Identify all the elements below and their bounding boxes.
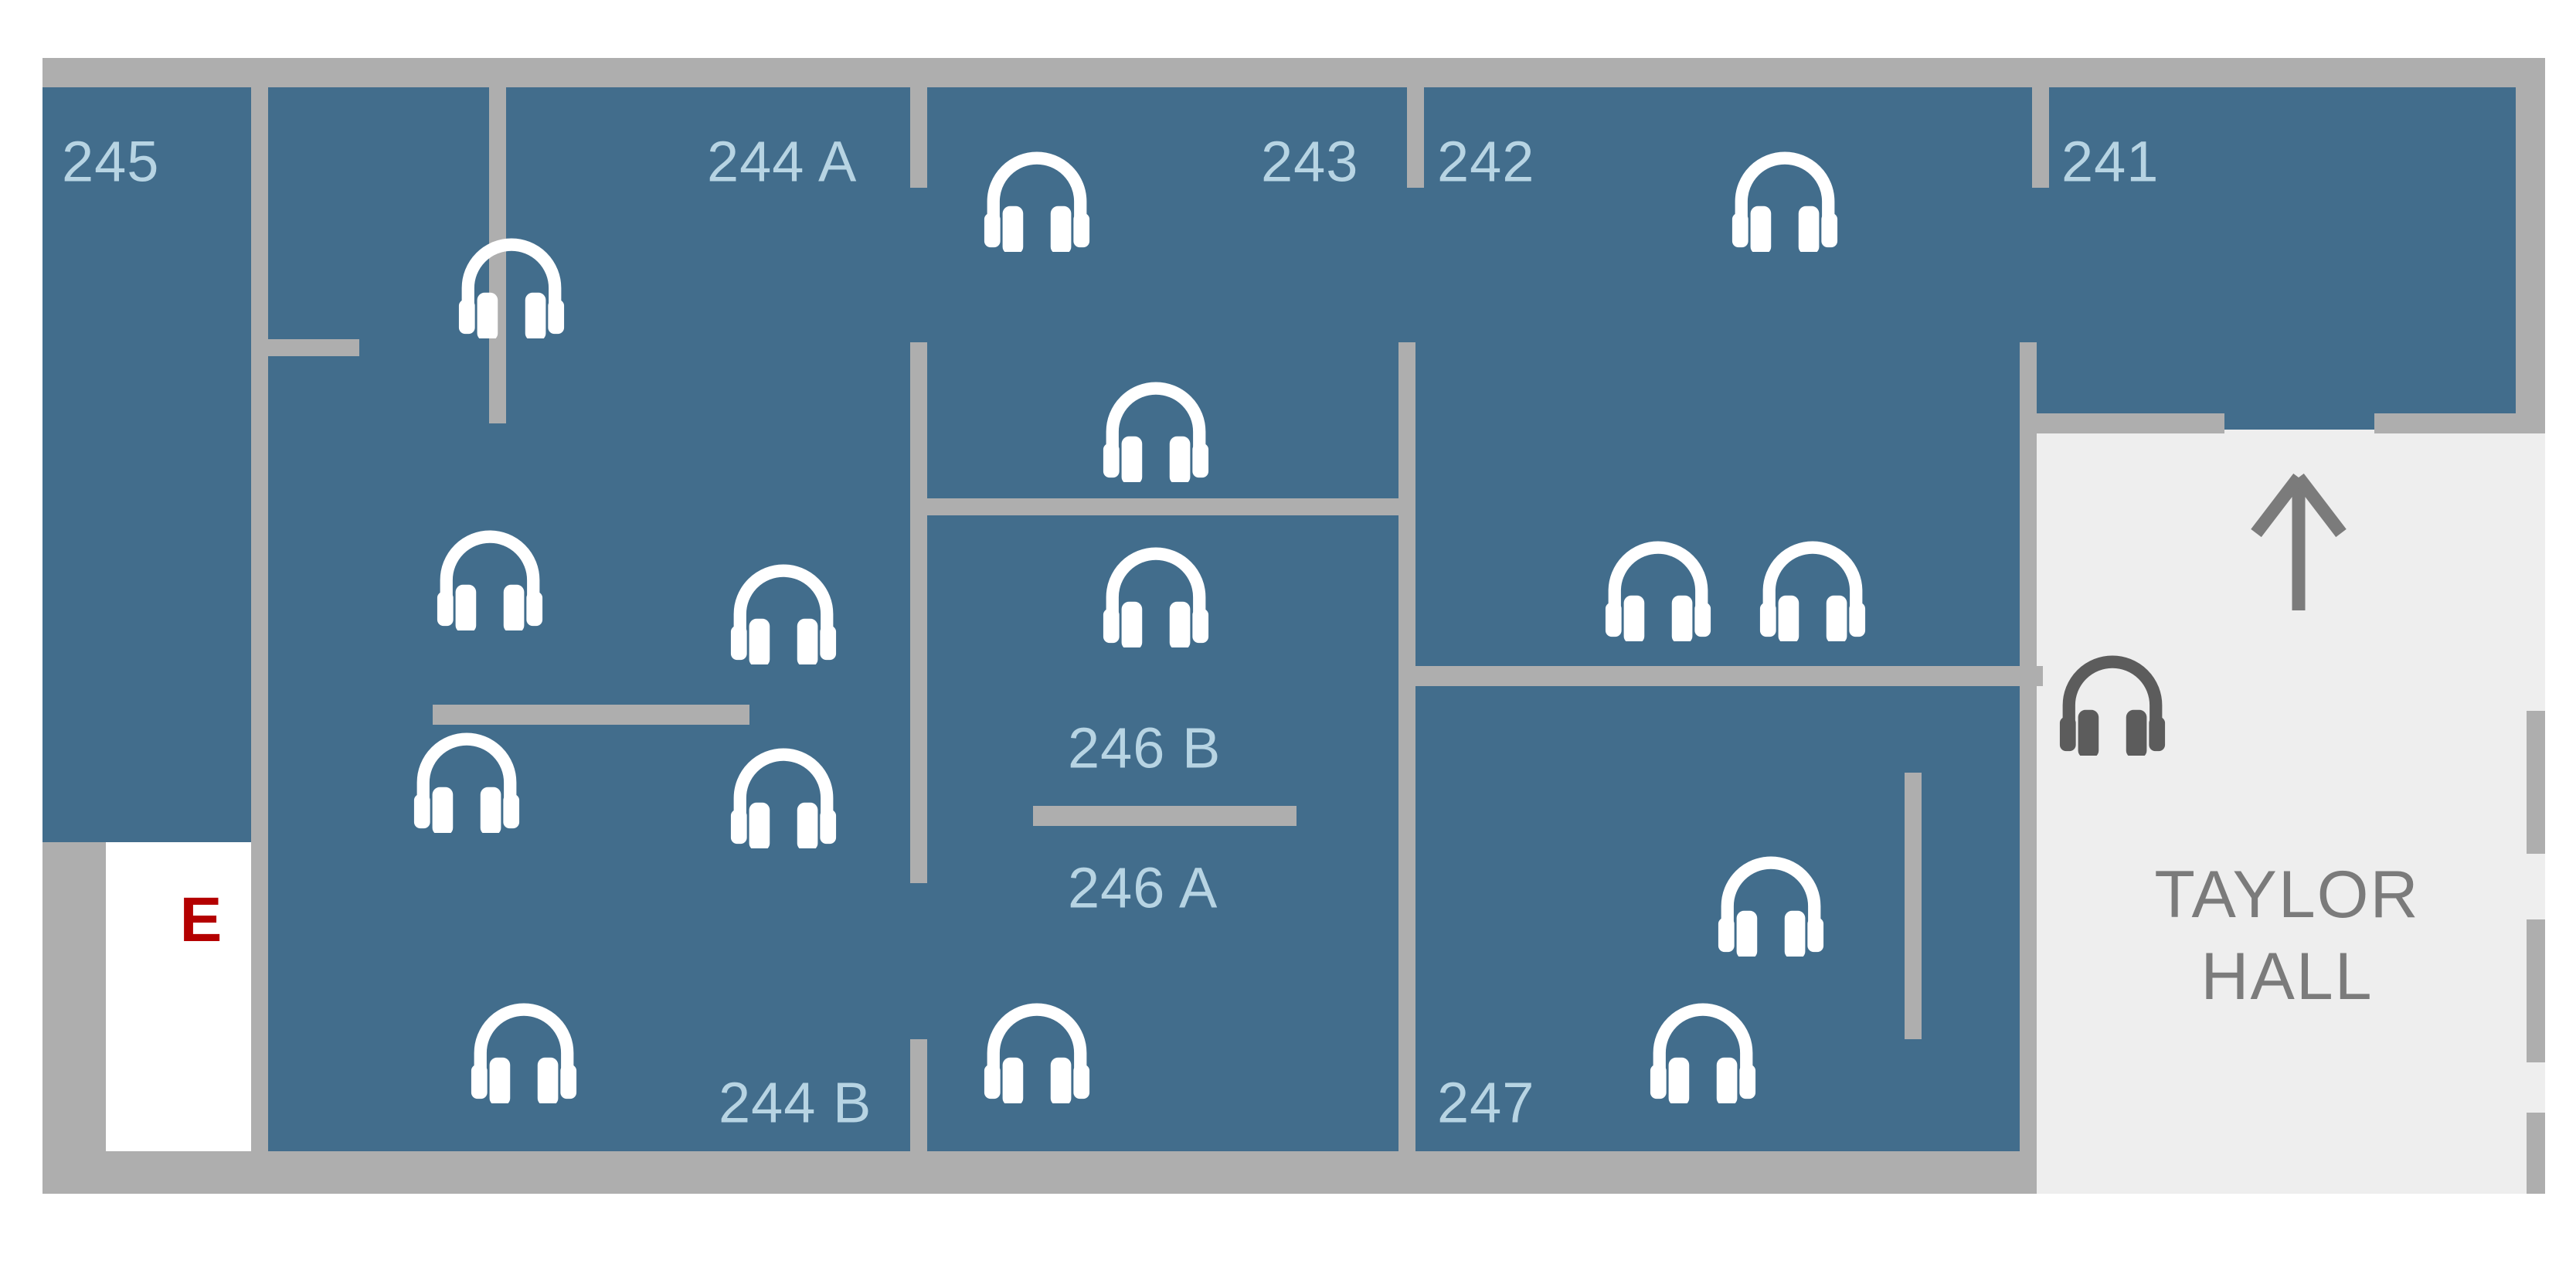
wall-245-counter — [433, 705, 749, 725]
wall-hall-north-left — [2020, 413, 2224, 433]
wall-hall-west — [2020, 342, 2037, 842]
room-label-241: 241 — [2061, 130, 2159, 194]
wall-241-east — [2516, 87, 2545, 430]
wall-245-south-h — [251, 339, 359, 356]
wall-hall-east-seg-2 — [2527, 919, 2545, 1062]
wall-246-east — [1398, 342, 1415, 891]
room-label-244b: 244 B — [719, 1071, 872, 1135]
room-245-fill — [42, 87, 251, 842]
hall-label-line2: HALL — [2200, 940, 2373, 1014]
wall-242-south — [1415, 666, 2043, 686]
room-241-fill — [2036, 87, 2516, 430]
taylor-hall-corridor — [2037, 430, 2545, 1194]
room-label-244a: 244 A — [707, 130, 857, 194]
room-label-246a: 246 A — [1068, 856, 1218, 920]
exit-stair-box — [106, 842, 253, 1151]
north-arrow-icon — [2251, 473, 2347, 610]
room-label-242: 242 — [1437, 130, 1534, 194]
room-label-245: 245 — [62, 130, 159, 194]
wall-245-east-long — [251, 339, 268, 1151]
exit-marker: E — [180, 885, 223, 955]
wall-244b-east — [910, 1039, 927, 1151]
room-labels: 245 244 A 243 242 241 246 B 246 A 244 B … — [62, 130, 2159, 1135]
wall-244a-west — [489, 87, 506, 423]
wall-247-stub — [1905, 773, 1922, 1039]
wall-246b-north — [927, 498, 1398, 515]
wall-hall-east-seg-1 — [2527, 711, 2545, 854]
wall-246a-246b-divider — [1033, 806, 1296, 826]
wall-247-label-stub — [1398, 1039, 1415, 1151]
room-label-243: 243 — [1261, 130, 1358, 194]
wall-245-east-stub — [251, 87, 268, 342]
wall-hall-east-seg-3 — [2527, 1113, 2545, 1194]
exit-letter: E — [180, 885, 223, 955]
wall-246-west — [910, 342, 927, 883]
interior-walls — [251, 87, 2545, 1194]
wall-hall-west-lower — [2020, 842, 2037, 1194]
room-label-247: 247 — [1437, 1071, 1534, 1135]
room-label-246b: 246 B — [1068, 716, 1221, 780]
hall-label-line1: TAYLOR — [2154, 858, 2419, 932]
wall-242-west — [1407, 87, 1424, 188]
wall-243-west — [910, 87, 927, 188]
taylor-hall-name: TAYLOR HALL — [2154, 858, 2419, 1014]
wall-241-west-top — [2032, 87, 2049, 188]
